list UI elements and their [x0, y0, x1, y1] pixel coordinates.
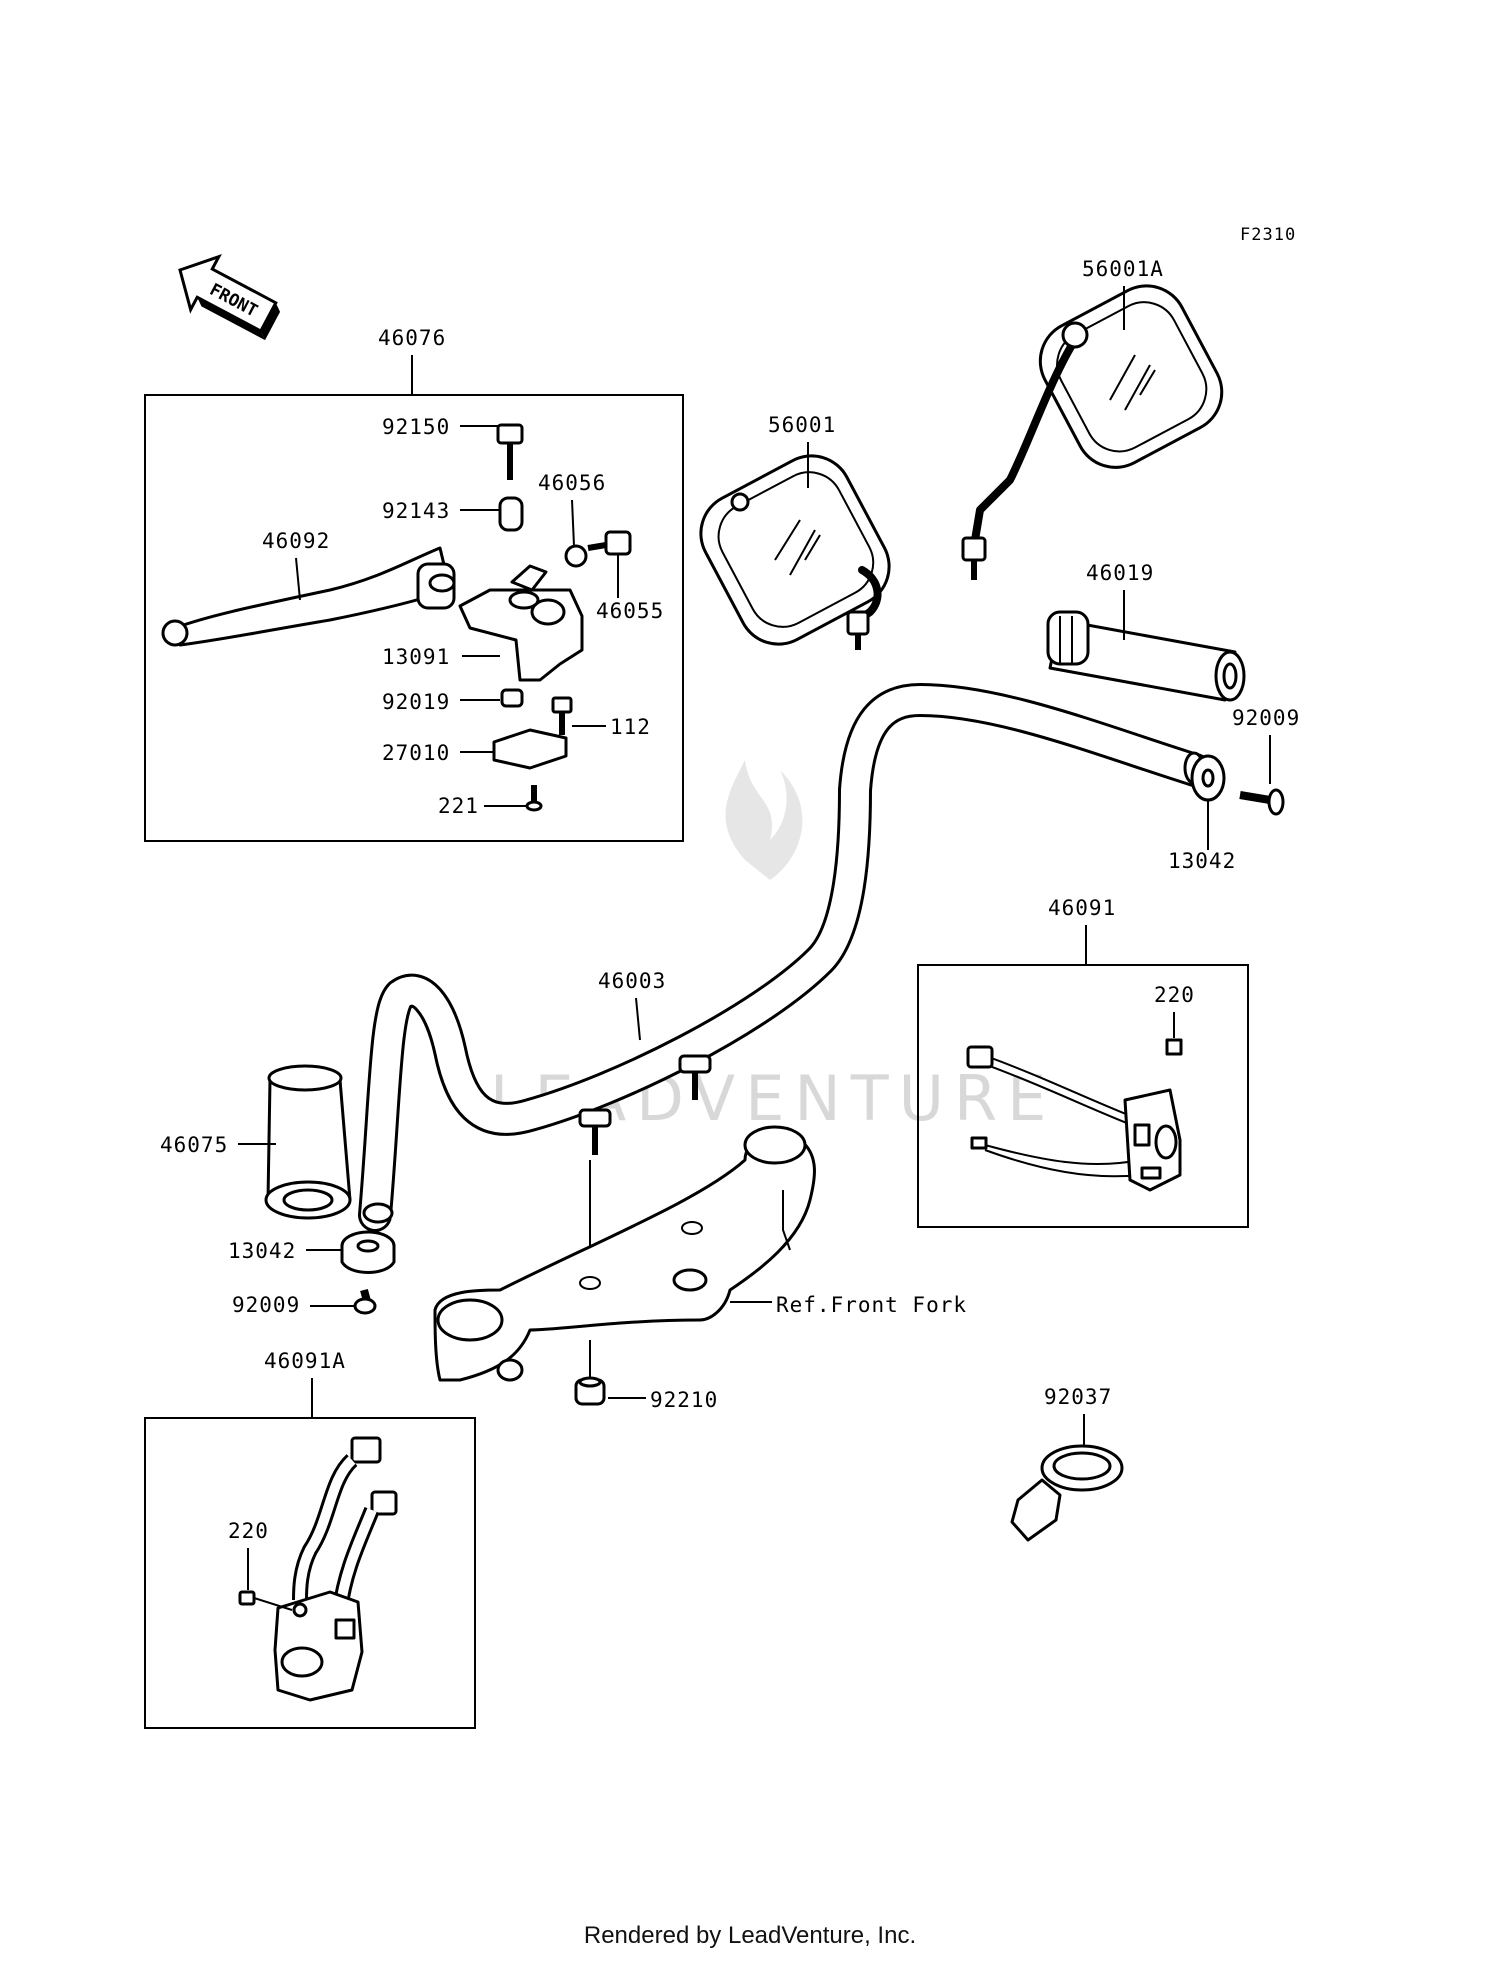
label-92009-right: 92009: [1232, 706, 1300, 730]
brake-lever-labels: 92150 92143 46056 46092 46055 13091 9201…: [262, 415, 664, 818]
left-switch-box: [144, 1417, 476, 1729]
left-grip: [264, 1064, 352, 1220]
brake-lever-assembly-box: [144, 394, 684, 842]
mirror-right: [961, 284, 1224, 580]
cable-clamp-92037: [1010, 1444, 1124, 1542]
footer-credit: Rendered by LeadVenture, Inc.: [583, 1922, 917, 1949]
throttle-grip: [1046, 610, 1246, 702]
figure-code: F2310: [1240, 225, 1296, 245]
handlebar: [358, 682, 1212, 1232]
mirror-left: [699, 454, 891, 650]
label-13091: 13091: [382, 645, 450, 669]
group-label-46091: 46091: [1048, 896, 1116, 920]
group-label-46091A: 46091A: [264, 1349, 346, 1373]
label-220-left: 220: [228, 1519, 269, 1543]
label-46019: 46019: [1086, 561, 1154, 585]
label-46075: 46075: [160, 1133, 228, 1157]
label-56001A: 56001A: [1082, 257, 1164, 281]
label-92150: 92150: [382, 415, 450, 439]
label-92143: 92143: [382, 499, 450, 523]
group-label-46076: 46076: [378, 326, 446, 350]
label-221: 221: [438, 794, 479, 818]
label-27010: 27010: [382, 741, 450, 765]
front-arrow-icon: FRONT: [178, 254, 281, 341]
right-switch-box: [917, 964, 1249, 1228]
leadventure-watermark: LEADVENTURE: [490, 760, 1046, 1135]
label-112: 112: [610, 715, 651, 739]
label-92019: 92019: [382, 690, 450, 714]
bar-end-screw-right: [1239, 788, 1285, 816]
reference-front-fork: Ref.Front Fork: [776, 1293, 967, 1317]
upper-fork-bracket: [433, 1125, 816, 1382]
label-92037: 92037: [1044, 1385, 1112, 1409]
label-13042-right: 13042: [1168, 849, 1236, 873]
left-switch-housing: [238, 1436, 398, 1702]
brake-lever-assembly-parts: [161, 423, 632, 812]
right-switch-housing: [966, 1038, 1183, 1192]
flange-nut-92210: [574, 1340, 606, 1406]
bar-end-screw-left: [353, 1288, 377, 1315]
label-46092: 46092: [262, 529, 330, 553]
bar-end-washer-right: [1190, 754, 1226, 802]
label-46055: 46055: [596, 599, 664, 623]
label-56001: 56001: [768, 413, 836, 437]
label-220-right: 220: [1154, 983, 1195, 1007]
label-46056: 46056: [538, 471, 606, 495]
bar-end-washer-left: [340, 1230, 396, 1274]
label-46003: 46003: [598, 969, 666, 993]
label-92009-left: 92009: [232, 1293, 300, 1317]
label-13042-left: 13042: [228, 1239, 296, 1263]
label-92210: 92210: [650, 1388, 718, 1412]
